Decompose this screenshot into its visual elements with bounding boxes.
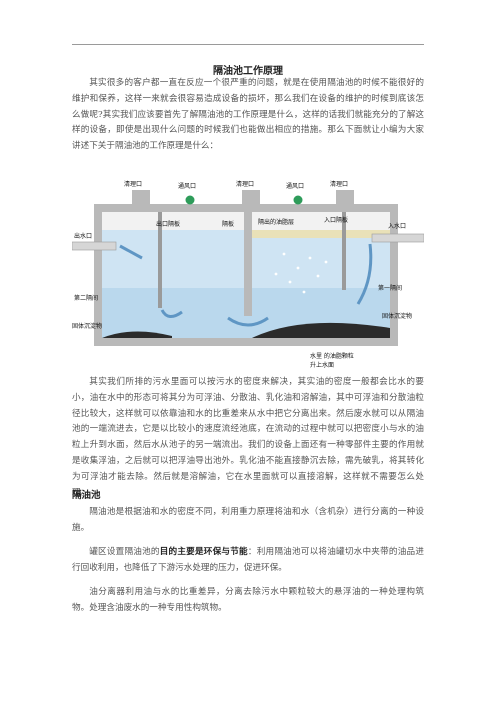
riser-mid xyxy=(242,190,260,206)
label-grease-layer: 隔出的油脂层 xyxy=(258,218,294,226)
definition-paragraph: 隔油池是根据油和水的密度不同，利用重力原理将油和水（含机杂）进行分离的一种设施。 xyxy=(72,507,424,533)
purpose-paragraph: 罐区设置隔油池的目的主要是环保与节能：利用隔油池可以将油罐切水中夹带的油品进行回… xyxy=(72,545,424,577)
grease-layer xyxy=(252,230,390,238)
purpose-suffix: ：利用隔油池可以将油罐切水中夹带的油品进行回收利用，也降低了下游污水处理的压力，… xyxy=(72,547,424,573)
label-cleanout-1: 清理口 xyxy=(124,180,142,188)
vent-left-icon xyxy=(185,195,195,205)
flow-arrow-under xyxy=(227,316,269,327)
grease-trap-diagram: 清理口 通风口 清理口 通风口 清理口 出水口 出口隔板 隔板 隔出的油脂层 入… xyxy=(72,180,424,369)
label-solids-left: 固体沉淀物 xyxy=(72,322,102,330)
separator-paragraph: 油分离器利用油与水的比重差异，分离去除污水中颗粒较大的悬浮油的一种处理构筑物。处… xyxy=(72,587,424,613)
inlet-pipe xyxy=(371,233,424,243)
label-outlet-baffle: 出口隔板 xyxy=(156,220,180,228)
label-chamber-2: 第二隔间 xyxy=(74,294,98,302)
label-vent-1: 通风口 xyxy=(178,182,196,190)
purpose-prefix: 罐区设置隔油池的 xyxy=(89,547,160,557)
section-heading: 隔油池 xyxy=(72,490,101,501)
inlet-baffle-plate xyxy=(342,212,346,290)
purpose-emphasis: 目的主要是环保与节能 xyxy=(159,547,248,557)
label-vent-2: 通风口 xyxy=(286,182,304,190)
riser-right xyxy=(336,190,354,206)
principle-paragraph: 其实我们所排的污水里面可以按污水的密度来解决，其实油的密度一般都会比水的要小，油… xyxy=(72,377,424,498)
label-cleanout-3: 清理口 xyxy=(330,180,348,188)
vent-right-icon xyxy=(293,195,303,205)
label-water-note-1: 水里 的油脂颗粒 xyxy=(310,352,354,360)
flow-arrow-out xyxy=(160,309,183,318)
partition-wall xyxy=(244,212,252,316)
outlet-baffle-plate xyxy=(158,212,162,308)
intro-paragraph: 其实很多的客户都一直在反应一个很严重的问题，就是在使用隔油池的时候不能很好的维护… xyxy=(72,78,424,152)
header-rule xyxy=(72,44,424,45)
rising-droplets xyxy=(274,252,328,294)
riser-left xyxy=(132,190,150,206)
flow-arrow-in xyxy=(356,243,373,305)
document-title: 隔油池工作原理 xyxy=(213,66,283,77)
label-partition: 隔板 xyxy=(222,220,234,228)
label-cleanout-2: 清理口 xyxy=(236,180,254,188)
label-chamber-1: 第一隔间 xyxy=(378,284,402,292)
label-inlet-baffle: 入口隔板 xyxy=(324,216,348,224)
sludge-right xyxy=(252,322,390,338)
label-solids-right: 固体沉淀物 xyxy=(382,312,412,320)
label-outlet: 出水口 xyxy=(74,232,92,240)
outlet-pipe xyxy=(72,241,117,251)
label-inlet: 入水口 xyxy=(388,222,406,230)
label-water-note-2: 升上水面 xyxy=(310,361,334,369)
sludge-left xyxy=(102,331,172,338)
flow-arrow-exit xyxy=(119,244,143,260)
